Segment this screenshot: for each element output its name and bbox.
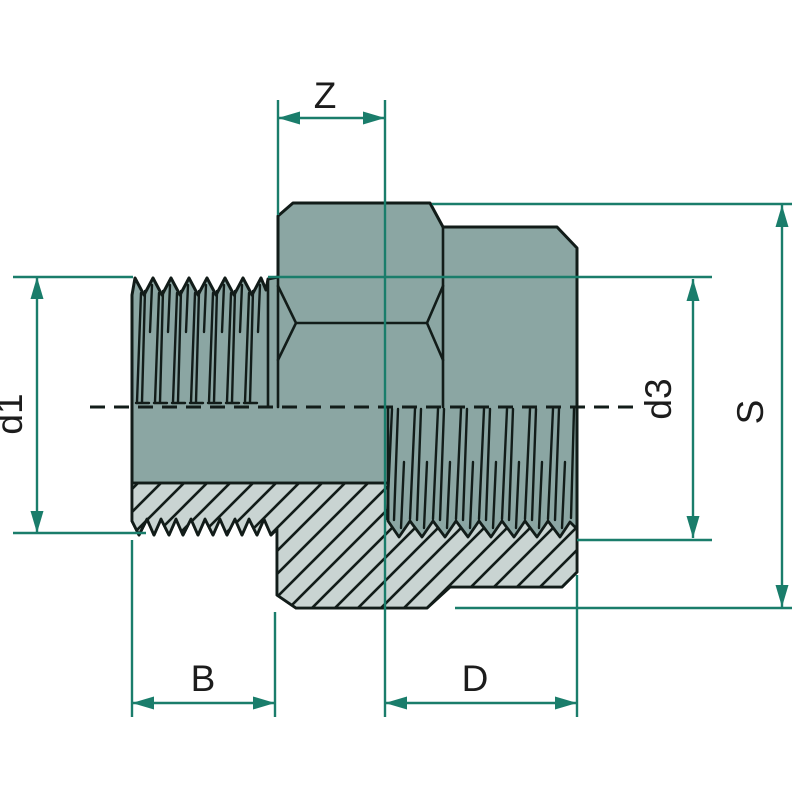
dimension-d1: d1 xyxy=(0,277,44,533)
arrow-right-icon xyxy=(253,696,275,710)
section-hatch-area xyxy=(130,481,579,610)
dimensions: Z d1 d3 S B xyxy=(0,75,792,717)
male-thread-flanks xyxy=(134,283,262,405)
dimension-s: S xyxy=(730,205,789,607)
arrow-right-icon xyxy=(555,696,577,710)
female-thread-flanks xyxy=(385,407,576,530)
dimension-d-label: D xyxy=(462,658,489,699)
arrow-down-icon xyxy=(775,585,789,607)
dimension-d1-label: d1 xyxy=(0,393,30,434)
dimension-z-label: Z xyxy=(314,75,337,116)
extension-lines xyxy=(13,100,792,717)
arrow-down-icon xyxy=(686,516,700,538)
arrow-down-icon xyxy=(30,511,44,533)
dimension-b: B xyxy=(132,658,275,710)
dimension-d: D xyxy=(385,658,577,710)
hex-flange-lines xyxy=(266,214,445,409)
arrow-right-icon xyxy=(363,111,385,125)
dimension-s-label: S xyxy=(730,400,771,425)
arrow-up-icon xyxy=(30,277,44,299)
dimension-z: Z xyxy=(278,75,385,125)
dimension-b-label: B xyxy=(191,658,216,699)
dimension-d3: d3 xyxy=(638,279,700,538)
arrow-left-icon xyxy=(132,696,154,710)
arrow-left-icon xyxy=(278,111,300,125)
arrow-left-icon xyxy=(385,696,407,710)
dimension-d3-label: d3 xyxy=(638,378,679,419)
arrow-up-icon xyxy=(686,279,700,301)
arrow-up-icon xyxy=(775,205,789,227)
